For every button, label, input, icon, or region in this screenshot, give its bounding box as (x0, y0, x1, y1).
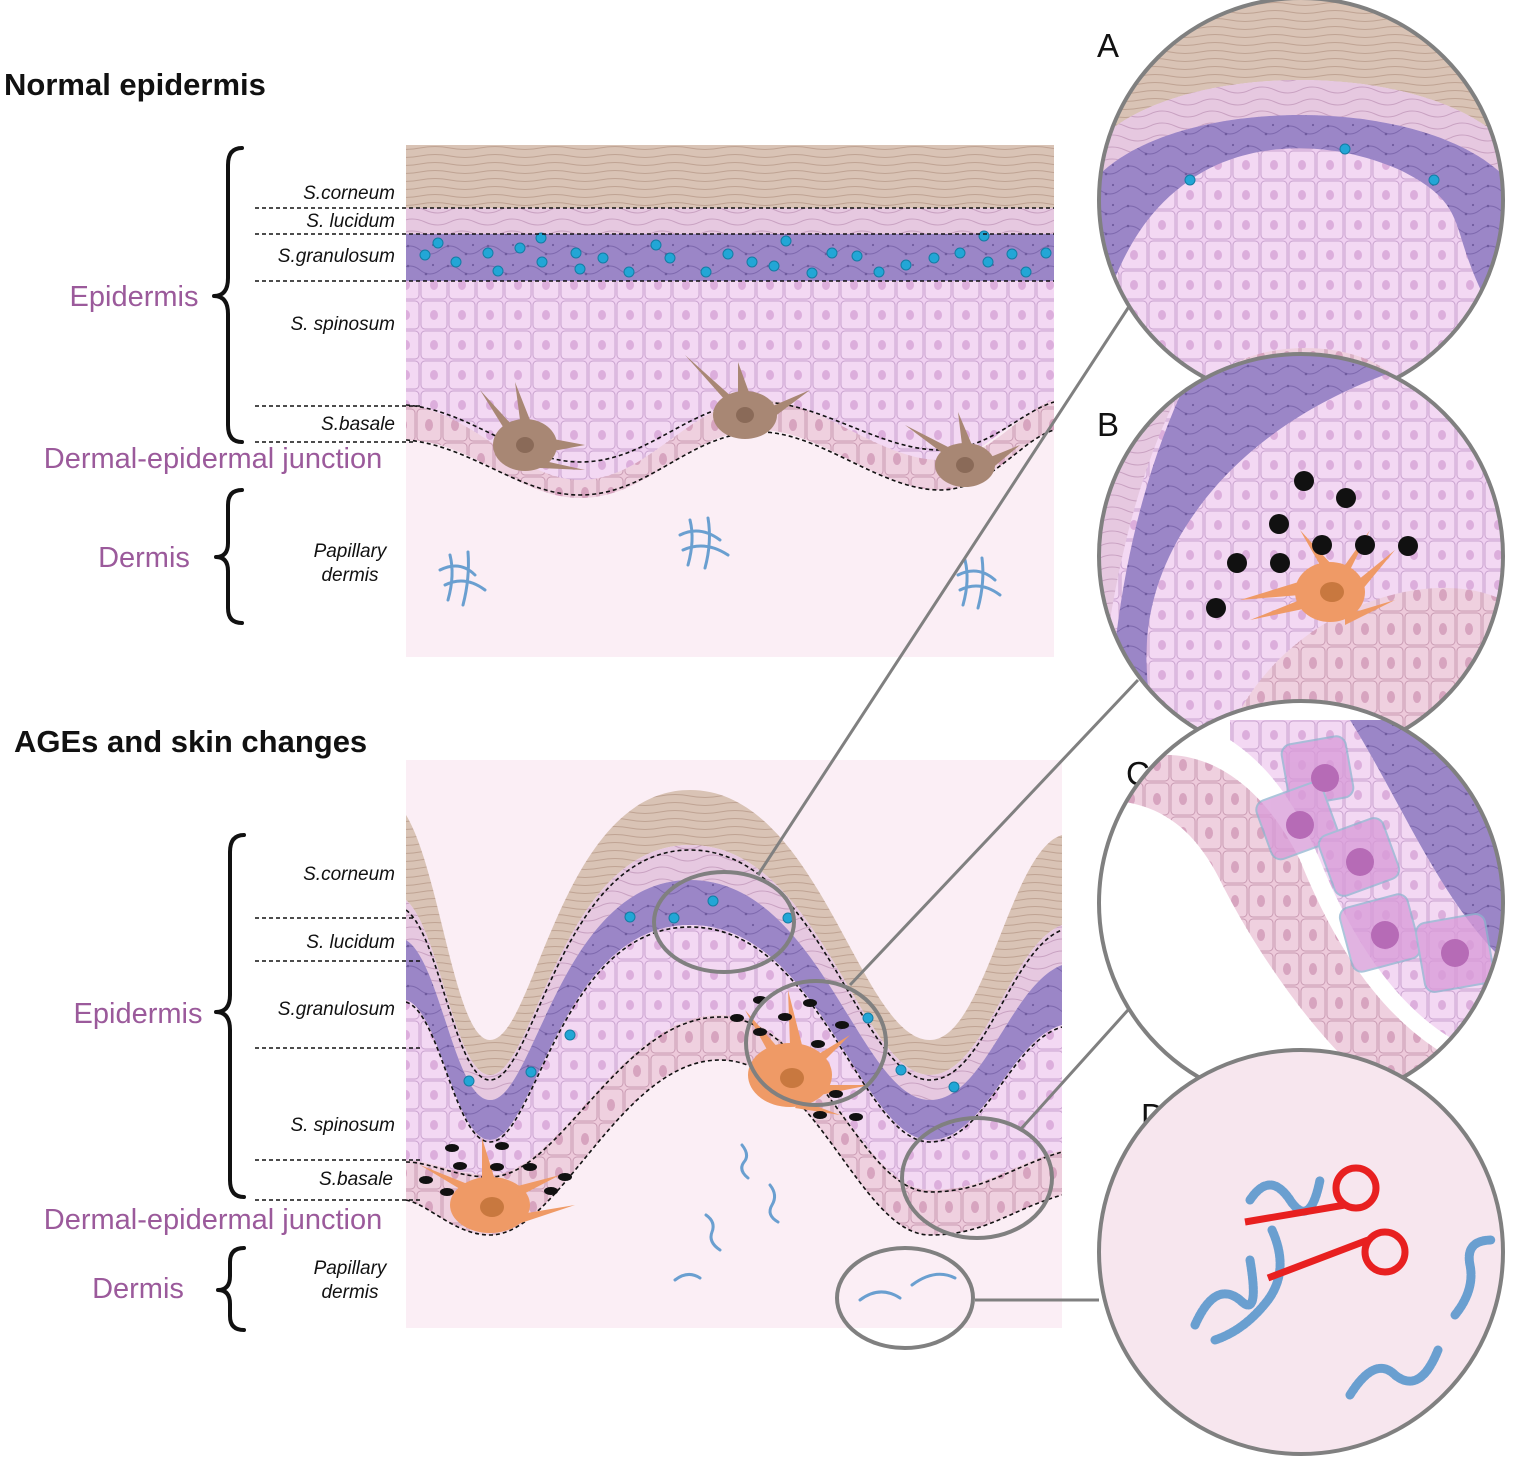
normal-label-basale: S.basale (321, 414, 395, 435)
ages-granulosum-line (406, 926, 1062, 1143)
normal-label-papillary-1: Papillary (314, 541, 388, 562)
ages-basale-layer (406, 1015, 1062, 1235)
connector-c (1018, 1008, 1130, 1132)
callout-c-marker (900, 1116, 1054, 1240)
ages-dermis-brace (216, 1246, 246, 1332)
ages-lucidum-layer (406, 845, 1062, 1100)
ages-title: AGEs and skin changes (14, 724, 367, 759)
normal-lucidum-layer (406, 208, 1054, 234)
connector-a (756, 304, 1132, 876)
ages-label-granulosum: S.granulosum (278, 999, 395, 1020)
ages-skin-section (406, 760, 1062, 1328)
ages-collagen-fragments (673, 1143, 957, 1302)
ages-keratohyalin-granules (463, 895, 960, 1093)
ages-label-papillary-2: dermis (321, 1282, 379, 1303)
normal-epidermis-brace (212, 146, 244, 444)
scissors-icon (1244, 1164, 1409, 1282)
ages-spinosum-layer (406, 925, 1062, 1190)
ages-label-corneum: S.corneum (303, 864, 395, 885)
ages-label-basale: S.basale (319, 1169, 393, 1190)
normal-corneum-layer (406, 145, 1054, 208)
panel-d-detail (1099, 1050, 1503, 1454)
normal-label-spinosum: S. spinosum (290, 314, 395, 335)
normal-melanocyte-3 (905, 412, 1020, 487)
normal-collagen-fibers (438, 516, 1002, 610)
ages-black-granules (419, 996, 863, 1196)
panel-c-detail (1099, 701, 1503, 1105)
ages-corneum-layer (406, 790, 1062, 1075)
normal-label-corneum: S.corneum (303, 183, 395, 204)
normal-basale-layer (406, 400, 1054, 498)
ages-junction-label: Dermal-epidermal junction (44, 1204, 382, 1236)
ages-granulosum-layer (406, 880, 1062, 1140)
ages-junction-line-lower (406, 1059, 1062, 1236)
panel-letter-b: B (1097, 406, 1119, 443)
ages-epidermis-label: Epidermis (74, 998, 203, 1030)
normal-label-granulosum: S.granulosum (278, 246, 395, 267)
ages-label-papillary-1: Papillary (314, 1258, 388, 1279)
ages-melanocyte-1 (420, 1138, 575, 1233)
normal-label-lucidum: S. lucidum (306, 211, 395, 232)
normal-dermis-brace (214, 488, 244, 625)
normal-label-papillary-2: dermis (321, 565, 379, 586)
ages-epidermis-brace (214, 833, 246, 1199)
normal-junction-label: Dermal-epidermal junction (44, 443, 382, 475)
panel-letter-a: A (1097, 27, 1119, 64)
normal-title: Normal epidermis (4, 67, 266, 102)
normal-dermis-label: Dermis (98, 542, 190, 574)
callout-a-marker (652, 870, 796, 974)
callout-b-marker (744, 979, 888, 1107)
connector-b (848, 678, 1140, 987)
panel-b-detail (1099, 354, 1503, 758)
normal-spinosum-layer (406, 281, 1054, 490)
panel-d-frame (1097, 1048, 1505, 1456)
ages-dermis-label: Dermis (92, 1273, 184, 1305)
callout-d-marker (835, 1246, 975, 1350)
normal-melanocyte-2 (685, 355, 810, 439)
ages-label-lucidum: S. lucidum (306, 932, 395, 953)
normal-skin-section (406, 145, 1054, 657)
normal-melanocyte-1 (480, 382, 585, 471)
normal-epidermis-label: Epidermis (70, 281, 199, 313)
ages-label-spinosum: S. spinosum (290, 1115, 395, 1136)
